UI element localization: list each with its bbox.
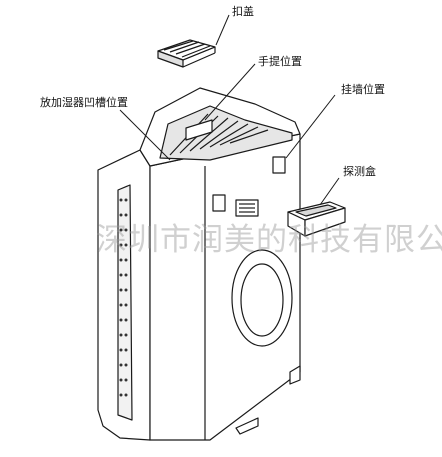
front-slot-left: [212, 194, 226, 212]
label-wall-mount: 挂墙位置: [341, 83, 385, 96]
label-humidifier-slot: 放加湿器凹槽位置: [40, 96, 128, 109]
base-foot: [235, 417, 259, 435]
top-groove: [159, 105, 293, 161]
watermark: 深圳市润美的科技有限公司: [96, 222, 442, 258]
label-handle: 手提位置: [258, 55, 302, 68]
device-housing: [97, 87, 301, 441]
side-vent-dots: [119, 198, 128, 397]
leader-lines: [119, 14, 340, 206]
label-cover: 扣盖: [232, 5, 254, 18]
label-probe-box: 探测盒: [343, 165, 376, 178]
handle-recess: [185, 119, 213, 141]
snap-cover: [157, 39, 216, 68]
probe-box: [287, 201, 346, 237]
wall-mount-slot: [272, 156, 286, 174]
round-outlet-inner: [240, 263, 284, 337]
